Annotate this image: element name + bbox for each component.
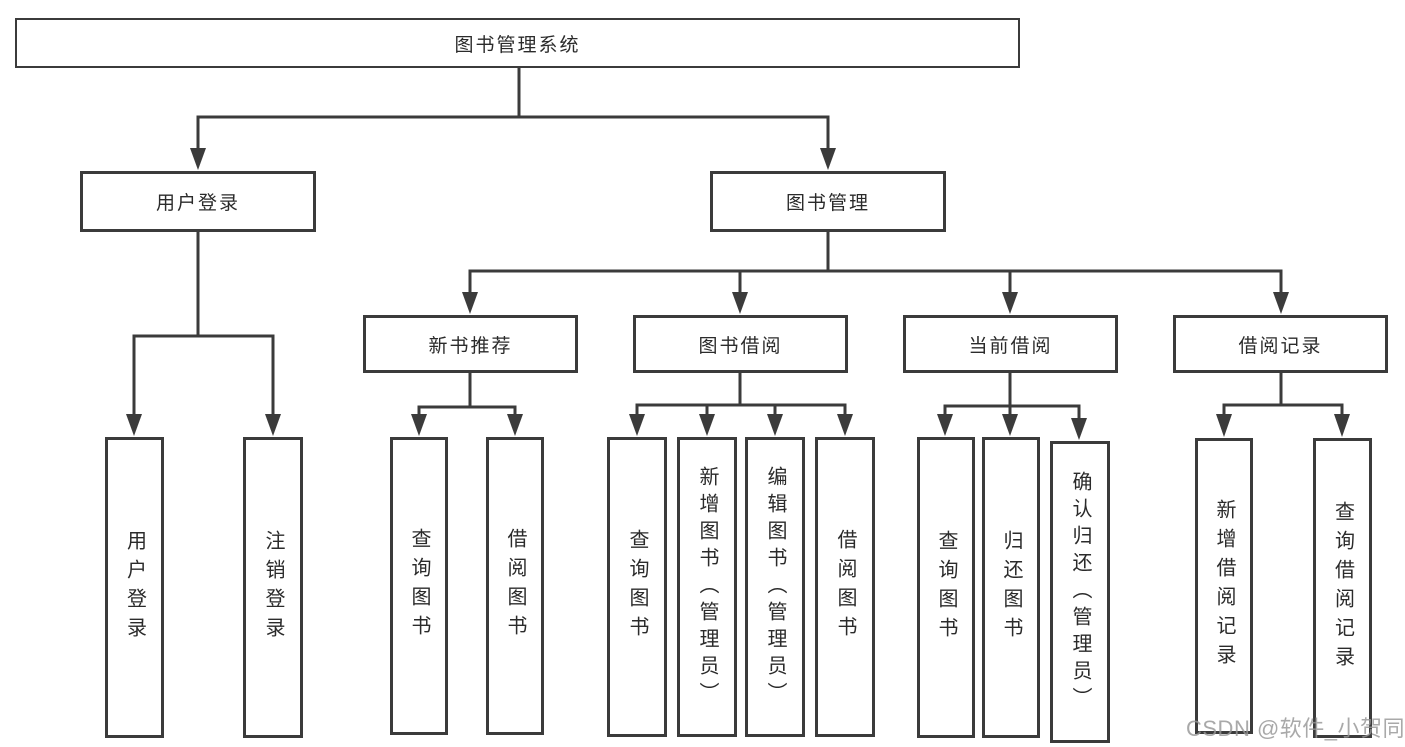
leaf-current-return-label: 归还图书	[1000, 529, 1022, 646]
node-root-label: 图书管理系统	[454, 34, 581, 56]
leaf-newbook-query-label: 查询图书	[408, 528, 430, 644]
connector-userlogin-to-leaves	[126, 230, 281, 436]
leaf-record-add-label: 新增借阅记录	[1213, 499, 1235, 673]
leaf-current-confirm-return: 确认归还（管理员）	[1050, 441, 1110, 743]
leaf-borrow-edit-label: 编辑图书（管理员）	[764, 465, 786, 709]
node-new-book-label: 新书推荐	[428, 335, 513, 357]
node-user-login: 用户登录	[80, 171, 316, 232]
node-current-borrow: 当前借阅	[903, 315, 1118, 373]
leaf-current-return: 归还图书	[982, 437, 1040, 738]
node-book-management: 图书管理	[710, 171, 946, 232]
leaf-current-query: 查询图书	[917, 437, 975, 738]
leaf-newbook-borrow: 借阅图书	[486, 437, 544, 735]
leaf-record-query-label: 查询借阅记录	[1331, 501, 1354, 675]
leaf-newbook-query: 查询图书	[390, 437, 448, 735]
leaf-user-login-label: 用户登录	[123, 529, 146, 646]
connector-bookmgmt-to-level3	[462, 230, 1289, 314]
connector-currentborrow-to-leaves	[937, 371, 1087, 440]
node-borrow-record-label: 借阅记录	[1238, 335, 1323, 357]
leaf-borrow-edit: 编辑图书（管理员）	[745, 437, 805, 737]
leaf-current-query-label: 查询图书	[935, 529, 957, 646]
leaf-user-login: 用户登录	[105, 437, 164, 738]
node-root: 图书管理系统	[15, 18, 1020, 68]
leaf-newbook-borrow-label: 借阅图书	[504, 528, 526, 644]
leaf-borrow-add: 新增图书（管理员）	[677, 437, 737, 737]
node-current-borrow-label: 当前借阅	[968, 335, 1053, 357]
leaf-borrow-book-label: 借阅图书	[834, 529, 856, 645]
connector-root-to-level2	[190, 66, 836, 170]
connector-bookborrow-to-leaves	[629, 371, 853, 436]
leaf-borrow-add-label: 新增图书（管理员）	[696, 465, 718, 709]
leaf-logout-label: 注销登录	[262, 529, 284, 646]
leaf-record-add: 新增借阅记录	[1195, 438, 1253, 734]
leaf-record-query: 查询借阅记录	[1313, 438, 1372, 738]
node-new-book: 新书推荐	[363, 315, 578, 373]
leaf-logout: 注销登录	[243, 437, 303, 738]
leaf-borrow-query: 查询图书	[607, 437, 667, 737]
leaf-borrow-book: 借阅图书	[815, 437, 875, 737]
node-borrow-record: 借阅记录	[1173, 315, 1388, 373]
leaf-borrow-query-label: 查询图书	[626, 529, 648, 645]
node-book-management-label: 图书管理	[785, 193, 870, 214]
node-book-borrow: 图书借阅	[633, 315, 848, 373]
node-user-login-label: 用户登录	[155, 193, 240, 214]
csdn-watermark: CSDN @软件_小贺同学	[1186, 716, 1405, 741]
leaf-current-confirm-return-label: 确认归还（管理员）	[1069, 470, 1091, 714]
connector-borrowrecord-to-leaves	[1216, 371, 1350, 437]
connector-newbook-to-leaves	[411, 371, 523, 436]
node-book-borrow-label: 图书借阅	[698, 335, 783, 357]
